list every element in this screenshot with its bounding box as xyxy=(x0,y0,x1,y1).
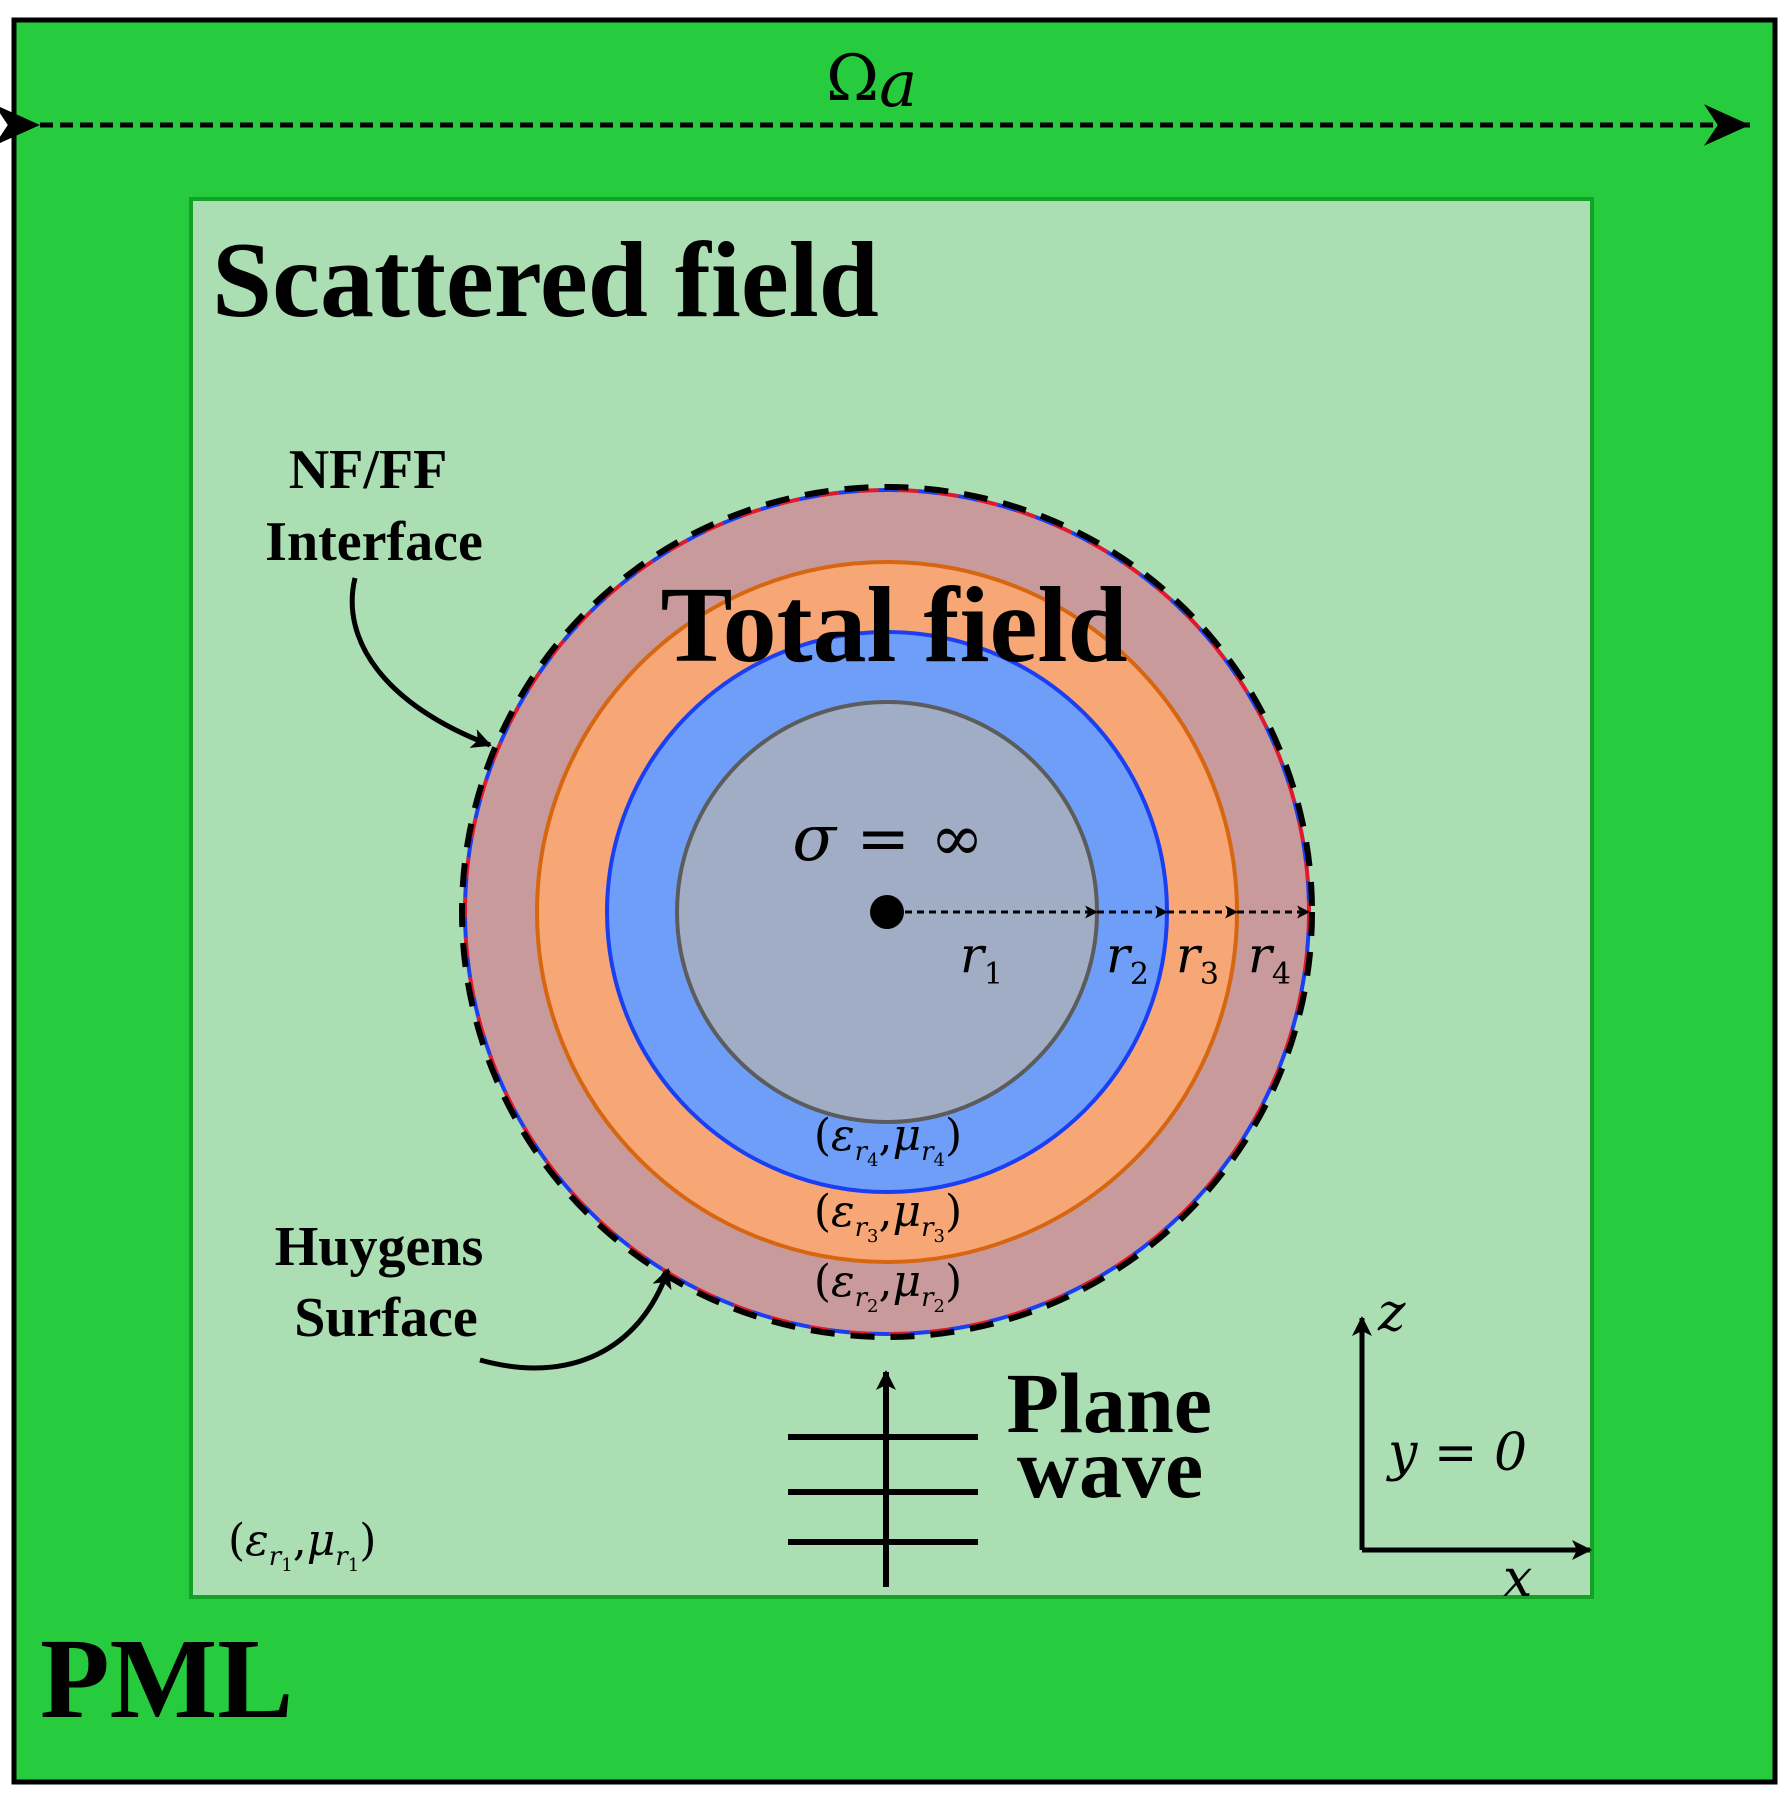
plane-equation-label: y = 0 xyxy=(1386,1423,1527,1483)
conductivity-label: σ = ∞ xyxy=(792,802,983,876)
center-point xyxy=(870,895,904,929)
scattered-field-title: Scattered field xyxy=(212,221,879,340)
radius-label-r4: r4 xyxy=(1248,926,1291,992)
material-label-background: (εr1,μr1) xyxy=(228,1515,376,1576)
axis-x-label: x xyxy=(1503,1549,1532,1609)
huygens-label: Huygens Surface xyxy=(275,1216,498,1349)
material-label-inner-shell: (εr4,μr4) xyxy=(814,1110,962,1171)
domain-label: Ωa xyxy=(826,42,917,122)
plane-wave-label: Plane wave xyxy=(1007,1355,1234,1516)
radius-label-r1: r1 xyxy=(960,926,1003,992)
axis-z-label: z xyxy=(1377,1283,1406,1343)
material-label-middle-shell: (εr3,μr3) xyxy=(814,1186,962,1247)
nf-ff-pointer-arrow xyxy=(349,577,492,748)
huygens-pointer-arrow xyxy=(479,1268,672,1371)
plane-wave-icon xyxy=(788,1370,978,1587)
pml-title: PML xyxy=(40,1615,293,1742)
coordinate-axes xyxy=(1352,1316,1592,1560)
nf-ff-interface xyxy=(459,484,1315,1340)
material-label-outer-shell: (εr2,μr2) xyxy=(814,1256,962,1317)
radius-label-r2: r2 xyxy=(1106,926,1149,992)
nf-ff-label: NF/FF Interface xyxy=(265,439,483,573)
total-field-title: Total field xyxy=(660,566,1127,685)
radius-label-r3: r3 xyxy=(1176,926,1219,992)
